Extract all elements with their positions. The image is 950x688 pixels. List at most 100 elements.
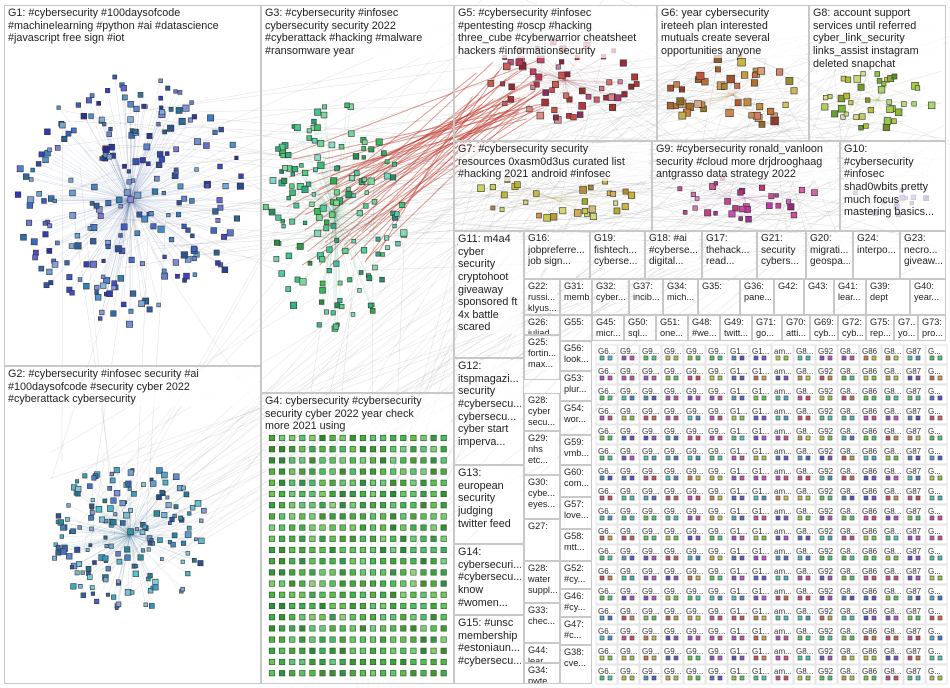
edge	[846, 95, 879, 101]
node-tiny	[929, 355, 935, 361]
tiny-group-cell	[595, 364, 618, 385]
tiny-group-cell	[771, 344, 794, 365]
node-tiny	[739, 415, 745, 421]
tiny-group-label: G9...	[620, 667, 637, 676]
node-g4	[420, 625, 427, 632]
edge	[334, 214, 370, 279]
node-tiny	[819, 555, 825, 561]
node-g4	[440, 569, 447, 576]
node-g6	[696, 71, 705, 80]
tiny-group-cell	[859, 564, 882, 585]
node-g4	[390, 535, 397, 542]
edge	[93, 199, 131, 242]
node-g4	[440, 479, 447, 486]
tiny-group-label: G8...	[796, 447, 813, 456]
node-g2	[149, 603, 155, 609]
edge	[334, 204, 403, 216]
group-panel-g58: G58: mtt...	[560, 529, 592, 561]
node-g3	[273, 256, 280, 262]
tiny-group-label: G1...	[730, 487, 747, 496]
node-g9	[682, 210, 688, 215]
node-g7	[613, 207, 621, 215]
node-g4	[339, 502, 346, 509]
edge	[551, 195, 632, 199]
edge	[98, 157, 718, 533]
node-g2	[85, 548, 90, 552]
edge	[111, 41, 756, 570]
node-tiny	[629, 515, 635, 521]
node-g4	[309, 558, 316, 565]
node-tiny	[863, 475, 869, 481]
node-g4	[309, 670, 316, 677]
node-g4	[420, 602, 427, 610]
node-g4	[349, 535, 356, 542]
tiny-group-cell	[903, 664, 926, 685]
edge	[166, 113, 581, 553]
node-g1	[151, 188, 159, 195]
tiny-group-label: G87	[906, 447, 922, 456]
node-g4	[430, 602, 437, 610]
node-g6	[743, 98, 752, 107]
node-g5	[552, 114, 559, 121]
node-g3	[337, 280, 343, 286]
node-g4	[349, 670, 356, 677]
node-tiny	[827, 615, 833, 621]
edge	[292, 214, 336, 222]
edge	[113, 534, 131, 598]
node-g3	[302, 220, 308, 225]
tiny-group-label: am...	[774, 587, 792, 596]
tiny-group-cell	[881, 444, 904, 465]
edge	[43, 199, 131, 202]
node-g3	[317, 140, 325, 147]
node-g2	[194, 500, 202, 507]
node-g4	[400, 658, 407, 666]
node-tiny	[929, 375, 935, 381]
group-label-g35: G35:	[702, 281, 737, 292]
node-tiny	[709, 475, 715, 481]
node-g4	[299, 479, 306, 486]
node-tiny	[841, 355, 847, 361]
edge	[129, 199, 185, 256]
node-g4	[299, 558, 306, 565]
edge	[91, 528, 131, 536]
edge	[334, 213, 397, 216]
node-tiny	[871, 455, 877, 461]
node-tiny	[717, 675, 723, 681]
edge	[129, 534, 196, 540]
edge	[100, 40, 721, 520]
tiny-group-cell	[661, 644, 684, 665]
tiny-group-label: G8...	[840, 447, 857, 456]
tiny-group-label: G87	[906, 467, 922, 476]
node-tiny	[651, 575, 657, 581]
node-g4	[390, 569, 397, 576]
node-g3	[334, 165, 340, 172]
tiny-group-label: G8...	[884, 527, 901, 536]
node-g1	[132, 158, 140, 166]
node-tiny	[629, 495, 635, 501]
edge	[29, 199, 131, 206]
edge	[96, 13, 689, 549]
tiny-group-cell	[881, 584, 904, 605]
node-g3	[285, 151, 292, 158]
node-g2	[124, 554, 131, 561]
node-g2	[85, 566, 92, 572]
node-g4	[279, 602, 286, 610]
node-tiny	[805, 675, 811, 681]
node-g4	[359, 446, 366, 453]
edge	[20, 168, 131, 201]
node-g1	[97, 212, 104, 219]
node-g4	[289, 614, 296, 621]
node-g4	[289, 468, 296, 475]
node-g2	[123, 511, 130, 519]
tiny-group-cell	[705, 624, 728, 645]
tiny-group-label: G9...	[664, 447, 681, 456]
tiny-group-cell	[595, 624, 618, 645]
edge	[58, 515, 131, 536]
edge	[32, 169, 131, 201]
node-tiny	[643, 395, 649, 401]
tiny-group-label: am...	[774, 487, 792, 496]
node-tiny	[695, 515, 701, 521]
tiny-group-label: G8...	[840, 607, 857, 616]
node-g3	[306, 128, 312, 134]
node-tiny	[885, 455, 891, 461]
